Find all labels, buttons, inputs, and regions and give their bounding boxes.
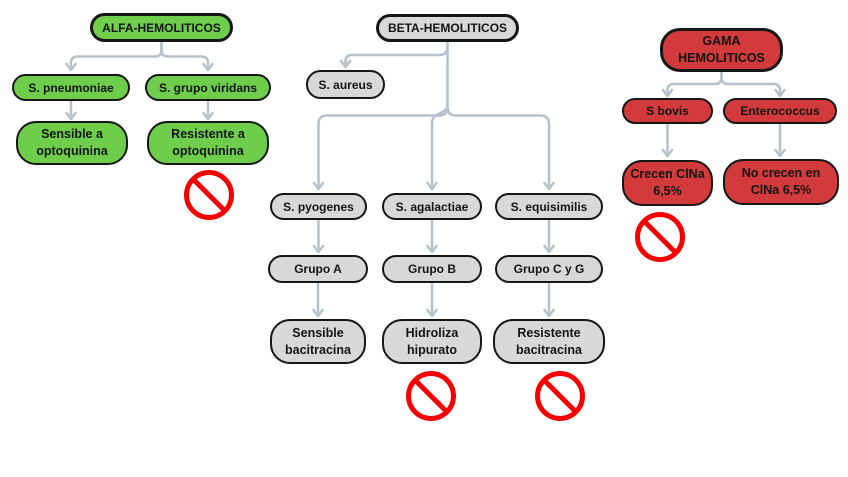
- node-s-pneumoniae: S. pneumoniae: [12, 74, 130, 101]
- node-s-bovis: S bovis: [622, 98, 713, 124]
- node-s-grupo-viridans: S. grupo viridans: [145, 74, 271, 101]
- prohibition-icon: [535, 371, 585, 421]
- node-alfa-hemoliticos: ALFA-HEMOLITICOS: [90, 13, 233, 42]
- node-sensible-optoquinina: Sensible a optoquinina: [16, 121, 128, 165]
- connector: [317, 105, 449, 187]
- beta-connectors: [312, 40, 555, 318]
- arrowhead-icon: [661, 148, 674, 158]
- connector: [446, 105, 551, 187]
- node-crecen-clna: Crecen ClNa 6,5%: [622, 160, 713, 206]
- node-gama-hemoliticos: GAMA HEMOLITICOS: [660, 28, 783, 72]
- node-line: Resistente a: [171, 127, 245, 141]
- node-line: optoquinina: [36, 144, 108, 158]
- arrowhead-icon: [543, 308, 555, 318]
- arrowhead-icon: [426, 308, 438, 318]
- node-grupo-b: Grupo B: [382, 255, 482, 283]
- node-s-aureus: S. aureus: [306, 70, 385, 99]
- node-line: No crecen en: [741, 166, 821, 180]
- gama-connectors: [661, 70, 786, 158]
- node-enterococcus: Enterococcus: [723, 98, 837, 124]
- node-beta-hemoliticos: BETA-HEMOLITICOS: [376, 14, 519, 42]
- arrowhead-icon: [202, 111, 214, 121]
- node-s-pyogenes: S. pyogenes: [270, 193, 367, 220]
- connector: [720, 70, 782, 95]
- prohibition-icon: [406, 371, 456, 421]
- arrowhead-icon: [312, 308, 324, 318]
- node-s-agalactiae: S. agalactiae: [382, 193, 482, 220]
- node-line: bacitracina: [515, 342, 582, 357]
- arrowhead-icon: [661, 88, 674, 98]
- node-line: ClNa 6,5%: [750, 183, 812, 197]
- node-sensible-bacitracina: Sensible bacitracina: [270, 319, 366, 364]
- node-line: HEMOLITICOS: [678, 51, 765, 65]
- node-line: optoquinina: [172, 144, 244, 158]
- arrowhead-icon: [65, 111, 77, 121]
- arrowhead-icon: [339, 59, 352, 69]
- node-line: Hidroliza: [405, 325, 459, 340]
- node-line: 6,5%: [653, 184, 682, 198]
- node-line: Resistente: [517, 325, 581, 340]
- arrowhead-icon: [202, 62, 214, 72]
- arrowhead-icon: [426, 181, 438, 191]
- prohibition-icon: [635, 212, 685, 262]
- node-resistente-optoquinina: Resistente a optoquinina: [147, 121, 269, 165]
- node-resistente-bacitracina: Resistente bacitracina: [493, 319, 605, 364]
- arrowhead-icon: [543, 244, 555, 254]
- arrowhead-icon: [774, 148, 786, 158]
- node-line: Sensible: [292, 325, 344, 340]
- node-line: Sensible a: [41, 127, 103, 141]
- node-line: bacitracina: [284, 342, 351, 357]
- arrowhead-icon: [774, 88, 786, 98]
- prohibition-icon: [184, 170, 234, 220]
- node-line: GAMA: [702, 34, 741, 48]
- node-grupo-c-y-g: Grupo C y G: [495, 255, 603, 283]
- connector: [344, 45, 449, 65]
- node-line: hipurato: [407, 342, 457, 357]
- node-hidroliza-hipurato: Hidroliza hipurato: [382, 319, 482, 364]
- node-grupo-a: Grupo A: [268, 255, 368, 283]
- arrowhead-icon: [543, 181, 555, 191]
- connector: [430, 103, 449, 187]
- connector: [666, 70, 723, 95]
- node-no-crecen-clna: No crecen en ClNa 6,5%: [723, 159, 839, 205]
- node-line: Crecen ClNa: [630, 167, 705, 181]
- connector: [69, 41, 163, 69]
- node-s-equisimilis: S. equisimilis: [495, 193, 603, 220]
- arrowhead-icon: [312, 181, 325, 191]
- arrowhead-icon: [65, 62, 77, 72]
- alfa-connectors: [65, 41, 214, 121]
- connector: [160, 41, 210, 69]
- arrowhead-icon: [426, 244, 438, 254]
- arrowhead-icon: [312, 244, 325, 254]
